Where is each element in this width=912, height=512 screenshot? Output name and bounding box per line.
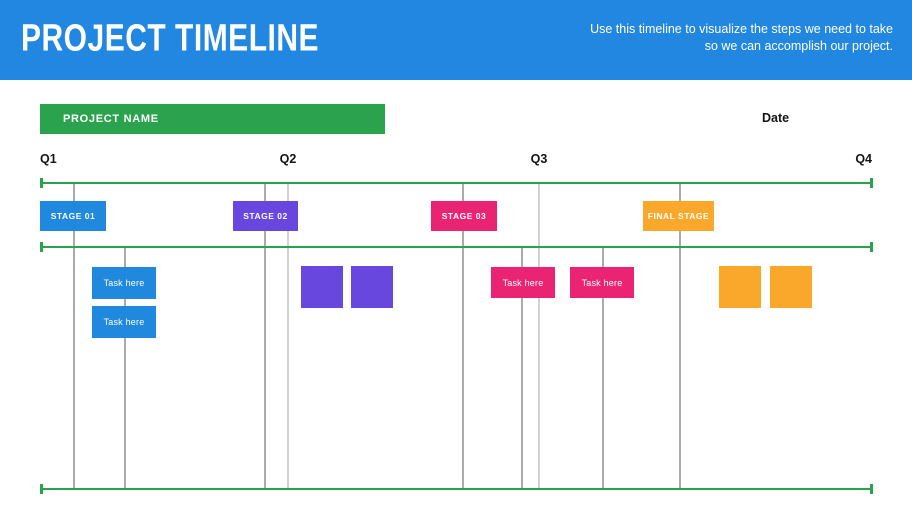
stage-gridline	[264, 184, 266, 488]
stage-badge-label: STAGE 01	[50, 211, 96, 221]
stage-badge-stage-03[interactable]: STAGE 03	[431, 201, 497, 231]
task-square[interactable]	[301, 266, 343, 308]
stage-gridline	[73, 184, 75, 488]
task-square[interactable]	[351, 266, 393, 308]
header-description-line1: Use this timeline to visualize the steps…	[590, 22, 893, 36]
task-gridline	[602, 248, 604, 488]
quarter-label-q1[interactable]: Q1	[40, 152, 57, 166]
quarter-label-q2[interactable]: Q2	[279, 152, 297, 166]
timeline-rule-middle	[40, 242, 873, 252]
task-card[interactable]: Task here	[92, 267, 156, 299]
task-card-label: Task here	[581, 277, 623, 288]
date-label[interactable]: Date	[762, 111, 790, 125]
task-card[interactable]: Task here	[570, 267, 634, 298]
stage-badge-label: STAGE 03	[441, 211, 487, 221]
project-name-bar[interactable]: PROJECT NAME	[40, 104, 385, 134]
task-card[interactable]: Task here	[491, 267, 555, 298]
stage-badge-label: FINAL STAGE	[647, 211, 710, 221]
quarter-gridline	[287, 184, 289, 488]
stage-badge-stage-01[interactable]: STAGE 01	[40, 201, 106, 231]
stage-badge-stage-02[interactable]: STAGE 02	[233, 201, 298, 231]
header-banner: PROJECT TIMELINE Use this timeline to vi…	[0, 0, 912, 80]
task-card-label: Task here	[103, 278, 145, 288]
task-gridline	[521, 248, 523, 488]
timeline-rule-bottom	[40, 484, 873, 494]
header-description[interactable]: Use this timeline to visualize the steps…	[590, 21, 893, 54]
page-title[interactable]: PROJECT TIMELINE	[21, 17, 320, 60]
quarter-label-q4[interactable]: Q4	[855, 152, 872, 166]
task-square[interactable]	[770, 266, 812, 308]
quarter-label-q3[interactable]: Q3	[530, 152, 548, 166]
timeline-rule-top	[40, 178, 873, 188]
quarter-gridline	[538, 184, 540, 488]
task-gridline	[124, 248, 126, 488]
stage-gridline	[679, 184, 681, 488]
task-card[interactable]: Task here	[92, 306, 156, 338]
stage-badge-final-stage[interactable]: FINAL STAGE	[643, 201, 714, 231]
stage-gridline	[462, 184, 464, 488]
stage-badge-label: STAGE 02	[243, 211, 288, 221]
task-square[interactable]	[719, 266, 761, 308]
task-card-label: Task here	[103, 317, 145, 327]
header-description-line2: so we can accomplish our project.	[704, 38, 893, 53]
task-card-label: Task here	[502, 277, 544, 288]
project-name-label: PROJECT NAME	[63, 113, 159, 125]
